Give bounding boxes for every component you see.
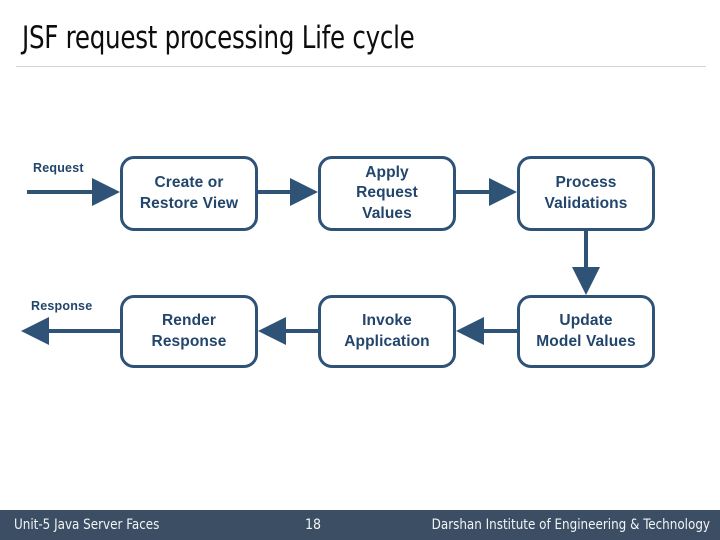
footer-unit-label: Unit-5 Java Server Faces [14,517,160,533]
node-create-or-restore-view[interactable]: Create or Restore View [120,156,258,231]
footer-page-number: 18 [305,517,322,533]
node-line-2: Validations [544,194,628,212]
node-update-model-values[interactable]: Update Model Values [517,295,655,368]
node-line-1: Process [555,174,617,192]
node-line-2: Application [344,332,430,350]
node-line-2: Request [356,184,418,202]
node-invoke-application[interactable]: Invoke Application [318,295,456,368]
node-process-validations[interactable]: Process Validations [517,156,655,231]
node-line-1: Create or [154,174,224,192]
footer-institute-label: Darshan Institute of Engineering & Techn… [431,517,710,533]
node-apply-request-values[interactable]: Apply Request Values [318,156,456,231]
node-line-3: Values [362,204,412,222]
node-line-2: Response [151,332,227,350]
node-line-2: Restore View [139,194,239,212]
node-line-2: Model Values [536,332,636,350]
diagram-connectors [21,178,600,345]
page-title: JSF request processing Life cycle [22,20,415,56]
lifecycle-diagram: Request Response Create or Restore View … [21,156,655,368]
edge-label-request: Request [33,161,84,175]
node-line-1: Render [161,312,216,330]
edge-label-response: Response [31,299,93,313]
node-line-1: Invoke [362,312,412,330]
node-line-1: Update [559,312,613,330]
slide-footer: Unit-5 Java Server Faces 18 Darshan Inst… [0,510,720,540]
node-line-1: Apply [365,163,409,181]
node-render-response[interactable]: Render Response [120,295,258,368]
title-divider [16,66,706,67]
